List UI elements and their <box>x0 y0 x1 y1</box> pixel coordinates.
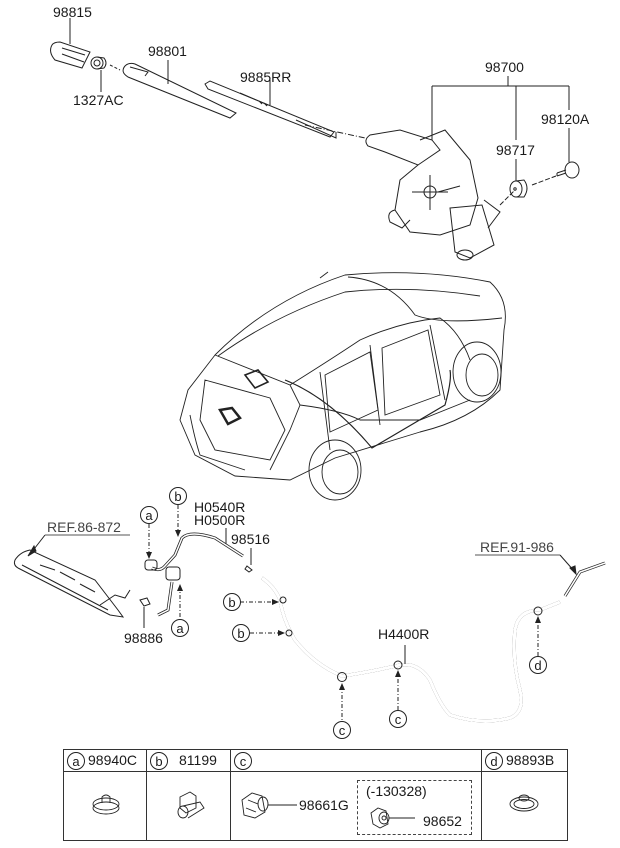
connector-part[interactable] <box>244 548 253 573</box>
vehicle-illustration <box>179 271 506 501</box>
upper-hose-part[interactable] <box>144 528 244 617</box>
callout-c-1[interactable]: c <box>333 721 351 739</box>
label-nut[interactable]: 1327AC <box>73 92 124 108</box>
legend-superseded-box: (-130328) 98652 <box>357 780 472 835</box>
main-hose-part[interactable] <box>260 576 562 723</box>
label-hose-main[interactable]: H4400R <box>378 626 430 642</box>
legend-cell-b[interactable]: b 81199 <box>147 750 231 840</box>
legend-callout-c: c <box>234 752 252 770</box>
legend-code-a: 98940C <box>88 752 138 768</box>
ref-86-872-lamp <box>13 549 131 618</box>
label-nozzle[interactable]: 98886 <box>124 630 163 646</box>
legend-part-98652[interactable]: 98652 <box>423 813 462 829</box>
legend-header-a: a 98940C <box>64 750 146 772</box>
label-wiper-blade[interactable]: 9885RR <box>240 69 292 85</box>
screw-part[interactable] <box>556 161 580 179</box>
legend-callout-a: a <box>67 752 85 770</box>
label-wiper-arm[interactable]: 98801 <box>148 43 187 59</box>
legend-callout-b: b <box>150 752 168 770</box>
label-hose-upper-2[interactable]: H0500R <box>194 512 246 528</box>
legend-header-b: b 81199 <box>147 750 230 772</box>
motor-group-leaders <box>431 76 570 181</box>
callout-b-mid-1[interactable]: b <box>223 593 241 611</box>
callout-b-upper[interactable]: b <box>169 487 187 505</box>
legend-callout-d: d <box>485 752 503 770</box>
label-hose-upper-1[interactable]: H0540R <box>194 499 246 515</box>
callout-b-mid-2[interactable]: b <box>232 624 250 642</box>
callout-c-2[interactable]: c <box>389 710 407 728</box>
legend-cell-a[interactable]: a 98940C <box>64 750 147 840</box>
ref-91-986-hose <box>475 554 606 597</box>
legend-header-c: c <box>231 750 481 772</box>
label-screw[interactable]: 98120A <box>541 111 590 127</box>
legend-date-note: (-130328) <box>366 783 427 799</box>
nozzle-part[interactable] <box>139 597 151 628</box>
parts-legend-table: a 98940C b 81199 c 98661G (-130328) 9865… <box>63 749 568 841</box>
blade-cap-part[interactable] <box>50 18 91 69</box>
ref-label-86-872[interactable]: REF.86-872 <box>47 519 121 535</box>
legend-icons <box>92 791 539 829</box>
callout-arrowheads <box>146 530 541 690</box>
legend-code-d: 98893B <box>506 752 555 768</box>
label-motor-assembly[interactable]: 98700 <box>485 59 524 75</box>
label-motor-cap[interactable]: 98717 <box>496 142 535 158</box>
legend-cell-d[interactable]: d 98893B <box>482 750 567 840</box>
label-connector[interactable]: 98516 <box>231 531 270 547</box>
callout-d[interactable]: d <box>529 656 547 674</box>
ref-86-872-leader <box>27 534 130 557</box>
ref-label-91-986[interactable]: REF.91-986 <box>480 539 554 555</box>
label-blade-cap[interactable]: 98815 <box>53 4 92 20</box>
callout-a-lower[interactable]: a <box>171 619 189 637</box>
wiper-blade-part[interactable] <box>204 80 366 139</box>
legend-header-d: d 98893B <box>482 750 567 772</box>
legend-cell-c[interactable]: c 98661G (-130328) 98652 <box>231 750 482 840</box>
motor-cap-part[interactable] <box>509 179 528 198</box>
wiper-motor-part[interactable] <box>365 129 557 261</box>
wiper-arm-part[interactable] <box>122 60 237 119</box>
legend-part-98661g[interactable]: 98661G <box>299 797 349 813</box>
callout-a-upper[interactable]: a <box>140 506 158 524</box>
legend-code-b: 81199 <box>179 752 217 768</box>
nut-part[interactable] <box>90 56 121 92</box>
